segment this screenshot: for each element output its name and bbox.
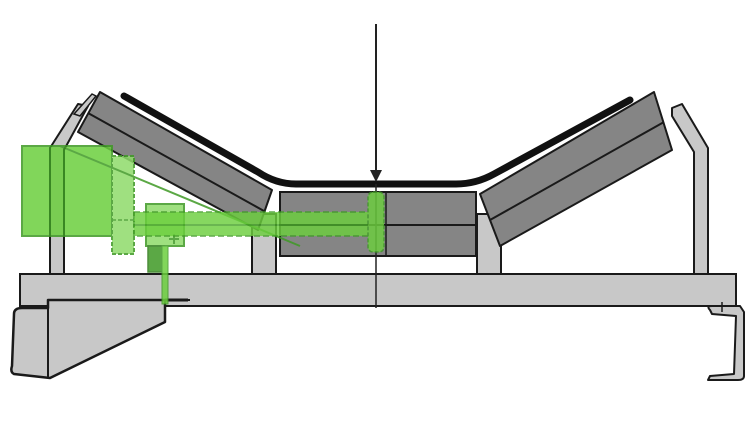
load-arrow [370, 24, 382, 308]
stringer-right [707, 302, 745, 381]
monitor-flange [111, 155, 135, 255]
stringer-left [10, 298, 188, 380]
wing-roller-right [479, 91, 673, 247]
monitor-housing [21, 145, 113, 237]
bracket-right [671, 103, 709, 292]
monitor-shaft [133, 191, 385, 253]
monitor-unit [21, 145, 301, 305]
